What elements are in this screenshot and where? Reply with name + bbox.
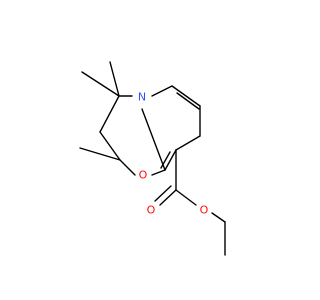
ester-oxygen-atom-label: O (200, 204, 209, 217)
carbonyl-oxygen-label-bg (144, 203, 158, 217)
bond-c3-c2 (99, 131, 121, 161)
bond-c4-methyl-left (81, 71, 120, 97)
bond-oring-c8a (151, 169, 166, 176)
bond-c7-c8 (175, 135, 201, 151)
molecule-structure-diagram: N O O O (79, 61, 226, 256)
nitrogen-atom-label: N (138, 91, 146, 104)
ring-oxygen-atom-label: O (139, 169, 148, 182)
bond-c2-methyl (79, 147, 121, 161)
bond-c8-c8a-double (160, 151, 171, 169)
bond-carbonyl-c-o (159, 189, 177, 206)
bond-c5-c6-double (176, 92, 200, 110)
bond-c4-c3 (99, 95, 120, 133)
bond-n-c8a (141, 108, 166, 171)
bond-c5-c6 (171, 85, 201, 107)
ring-oxygen-label-bg (136, 168, 150, 182)
carbonyl-oxygen-atom-label: O (147, 204, 156, 217)
bond-c2-oring (119, 159, 136, 176)
bond-oester-ch2 (211, 212, 226, 223)
bond-c4-methyl-up (109, 61, 120, 97)
bond-carbonyl-c-o-double (154, 185, 172, 202)
structure-canvas: N O O O (79, 61, 226, 256)
ester-oxygen-label-bg (197, 203, 211, 217)
bond-c8-c8a (164, 149, 177, 171)
bond-n-c5 (151, 85, 173, 97)
nitrogen-label-bg (135, 90, 149, 104)
bond-carbonyl-c-oester (175, 189, 197, 206)
